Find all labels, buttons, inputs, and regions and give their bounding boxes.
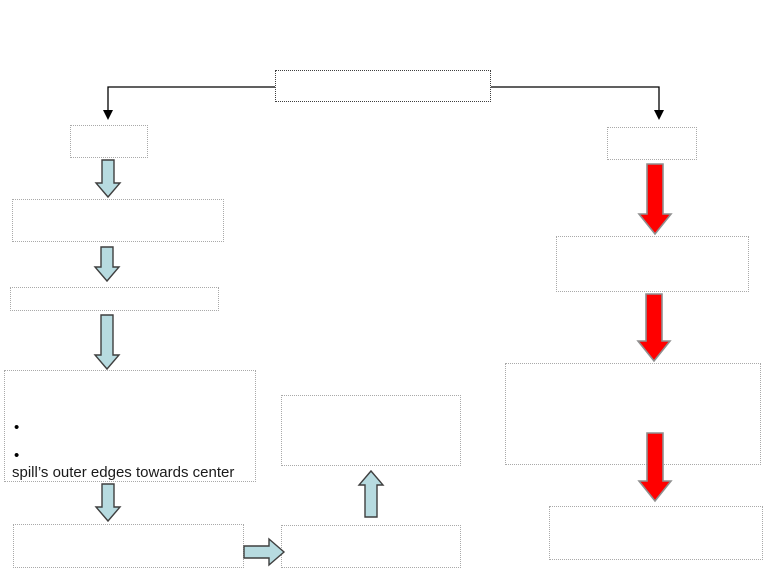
down-arrow-icon: [637, 432, 673, 503]
bullet-icon: •: [14, 419, 20, 436]
connector-left-arrowhead-icon: [103, 110, 113, 120]
middle-lower-box: [281, 525, 461, 568]
left-step1-box: [70, 125, 148, 158]
root-box: [275, 70, 491, 102]
down-arrow-icon: [93, 246, 121, 283]
connector-right-arrowhead-icon: [654, 110, 664, 120]
down-arrow-icon: [636, 293, 672, 363]
up-arrow-icon: [357, 469, 385, 518]
left-step3-box: [10, 287, 219, 311]
connector-right-line: [491, 86, 660, 111]
right-arrow-icon: [243, 537, 286, 567]
bullet-icon: •: [14, 447, 20, 464]
right-step4-box: [549, 506, 763, 560]
down-arrow-icon: [94, 159, 122, 199]
left-step4-visible-text: spill’s outer edges towards center: [12, 464, 235, 481]
right-step2-box: [556, 236, 749, 292]
middle-upper-box: [281, 395, 461, 466]
left-step2-box: [12, 199, 224, 242]
right-step1-box: [607, 127, 697, 160]
left-step4-box: [4, 370, 256, 482]
connector-left-line: [107, 86, 275, 111]
down-arrow-icon: [637, 163, 673, 236]
right-step3-box: [505, 363, 761, 465]
down-arrow-icon: [94, 483, 122, 523]
left-step5-box: [13, 524, 244, 568]
down-arrow-icon: [93, 314, 121, 371]
